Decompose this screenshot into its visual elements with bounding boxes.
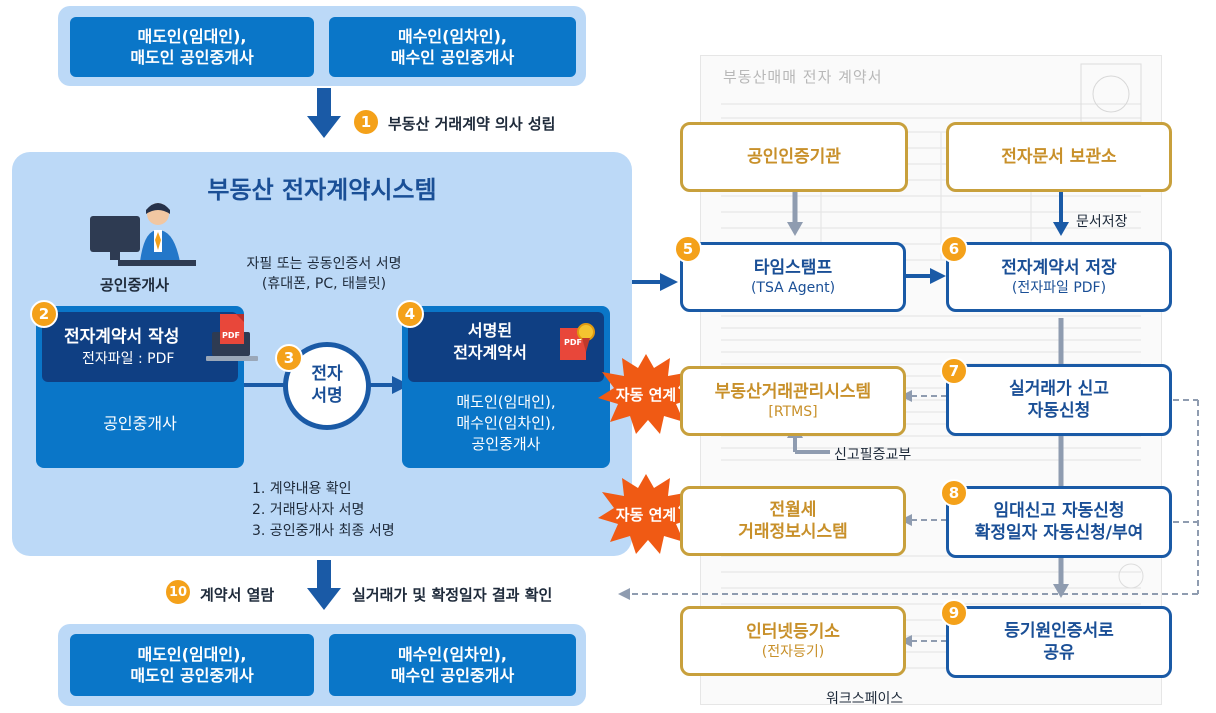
arrow-down-step10 [307,560,341,610]
pdf-label-step4: PDF [564,338,582,347]
checklist-item-3: 3. 공인중개사 최종 서명 [252,523,395,539]
timestamp-title: 타임스탬프 [753,257,833,278]
step10-label: 계약서 열람 [200,586,275,604]
doc-storage-box: 전자문서 보관소 [946,122,1172,192]
auto-link-burst-1 [598,354,694,434]
timestamp-box: 타임스탬프 (TSA Agent) [680,242,906,312]
lease-info-system-box: 전월세 거래정보시스템 [680,486,906,556]
step2-header [42,312,238,382]
system-title: 부동산 전자계약시스템 [207,176,437,204]
contract-save-box: 전자계약서 저장 (전자파일 PDF) [946,242,1172,312]
e-signature-circle: 전자 서명 [283,342,371,430]
workspace-label: 워크스페이스 [826,691,904,707]
cert-authority-title: 공인인증기관 [747,147,841,167]
step4-body: 매도인(임대인), 매수인(임차인), 공인중개사 [456,393,556,453]
bottom-buyer-party: 매수인(임차인), 매수인 공인중개사 [329,634,576,696]
contract-save-subtitle: (전자파일 PDF) [1011,279,1107,296]
internet-registry-title: 인터넷등기소 [746,621,840,642]
doc-save-label: 문서저장 [1076,214,1128,230]
system-to-timestamp-line [632,280,662,284]
step10-badge: 10 [164,578,192,606]
step9-badge: 9 [940,599,968,627]
step4-badge: 4 [396,300,424,328]
arrow-down-step1 [307,88,341,138]
rtms-box: 부동산거래관리시스템 [RTMS] [680,366,906,436]
bottom-seller-party: 매도인(임대인), 매도인 공인중개사 [70,634,314,696]
auto-link-burst-2 [598,474,694,554]
rtms-subtitle: [RTMS] [768,403,818,420]
internet-registry-subtitle: (전자등기) [761,643,825,660]
checklist-item-1: 1. 계약내용 확인 [252,481,352,497]
agent-label: 공인중개사 [100,276,170,294]
step1-badge: 1 [352,108,380,136]
auto-link-label-1: 자동 연계 [615,386,677,404]
lease-report-box: 임대신고 자동신청 확정일자 자동신청/부여 [946,486,1172,558]
step2-title: 전자계약서 작성 [64,327,180,347]
lease-report-title: 임대신고 자동신청 확정일자 자동신청/부여 [974,501,1144,543]
step7-badge: 7 [940,357,968,385]
step1-label: 부동산 거래계약 의사 성립 [388,115,556,133]
agent-illustration [90,203,196,266]
pdf-label-step2: PDF [222,331,240,340]
step5-badge: 5 [674,235,702,263]
auto-link-label-2: 자동 연계 [615,506,677,524]
checklist-item-2: 2. 거래당사자 서명 [252,502,365,518]
real-price-report-title: 실거래가 신고 자동신청 [1009,379,1109,421]
background-document-title: 부동산매매 전자 계약서 [723,68,883,86]
signed-pdf-icon [560,323,595,360]
step2-badge: 2 [30,300,58,328]
cert-authority-box: 공인인증기관 [680,122,908,192]
sign-method-note: 자필 또는 공동인증서 서명 (휴대폰, PC, 태블릿) [246,256,402,292]
laptop-pdf-icon [206,314,258,361]
contract-save-title: 전자계약서 저장 [1001,257,1117,278]
lease-info-system-title: 전월세 거래정보시스템 [738,500,848,542]
top-seller-party: 매도인(임대인), 매도인 공인중개사 [70,17,314,77]
registry-share-box: 등기원인증서로 공유 [946,606,1172,678]
real-price-report-box: 실거래가 신고 자동신청 [946,364,1172,436]
registry-share-title: 등기원인증서로 공유 [1004,621,1114,663]
step6-badge: 6 [940,235,968,263]
report-cert-label: 신고필증교부 [834,447,912,463]
arrow-right-to-step4 [392,376,410,394]
step2-subtitle: 전자파일 : PDF [82,351,175,367]
timestamp-subtitle: (TSA Agent) [750,279,836,296]
doc-storage-title: 전자문서 보관소 [1001,147,1117,167]
step8-badge: 8 [940,479,968,507]
rtms-title: 부동산거래관리시스템 [714,381,872,402]
top-buyer-party: 매수인(임차인), 매수인 공인중개사 [329,17,576,77]
step4-title: 서명된 전자계약서 [453,321,527,362]
step10-result: 실거래가 및 확정일자 결과 확인 [352,586,553,604]
step3-badge: 3 [275,344,303,372]
internet-registry-box: 인터넷등기소 (전자등기) [680,606,906,676]
step2-body: 공인중개사 [103,414,177,433]
arrow-right-to-timestamp [660,273,678,291]
